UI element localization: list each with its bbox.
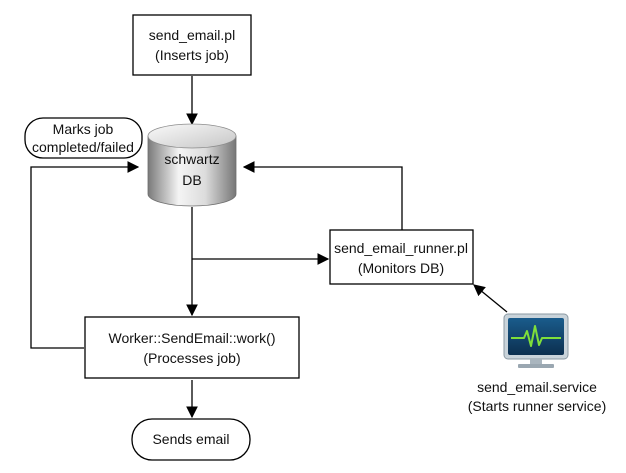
node-service-name: send_email.service bbox=[477, 379, 597, 395]
node-send-email-script-name: send_email.pl bbox=[149, 27, 235, 43]
arrow-worker-to-db bbox=[30, 161, 140, 349]
node-marks-job-box bbox=[24, 117, 143, 159]
connectors bbox=[30, 76, 508, 419]
node-marks-job-line2: completed/failed bbox=[32, 139, 134, 155]
node-schwartz-db-line2: DB bbox=[182, 172, 201, 188]
node-worker-name: Worker::SendEmail::work() bbox=[108, 330, 275, 346]
node-marks-job-line1: Marks job bbox=[53, 121, 114, 137]
node-service: send_email.service (Starts runner servic… bbox=[468, 313, 606, 414]
node-schwartz-db: schwartz DB bbox=[147, 123, 237, 207]
node-sends-email-label: Sends email bbox=[152, 431, 229, 447]
monitor-heartbeat-icon bbox=[503, 313, 569, 368]
node-runner-script-box bbox=[329, 229, 474, 285]
arrow-runner-to-db bbox=[242, 161, 403, 230]
node-worker-box bbox=[84, 316, 300, 379]
node-send-email-script-box bbox=[132, 14, 252, 76]
arrow-service-to-runner bbox=[473, 284, 508, 313]
node-sends-email-box bbox=[131, 418, 251, 461]
database-cylinder-icon bbox=[147, 123, 237, 207]
node-service-note: (Starts runner service) bbox=[468, 398, 606, 414]
node-sends-email: Sends email bbox=[131, 418, 251, 461]
node-runner-script-note: (Monitors DB) bbox=[358, 260, 444, 276]
node-runner-script: send_email_runner.pl (Monitors DB) bbox=[329, 229, 474, 285]
node-send-email-script-note: (Inserts job) bbox=[155, 47, 229, 63]
node-send-email-script: send_email.pl (Inserts job) bbox=[132, 14, 252, 76]
node-marks-job: Marks job completed/failed bbox=[24, 117, 143, 159]
node-runner-script-name: send_email_runner.pl bbox=[334, 240, 468, 256]
node-worker-note: (Processes job) bbox=[143, 350, 240, 366]
node-schwartz-db-line1: schwartz bbox=[164, 151, 219, 167]
node-worker: Worker::SendEmail::work() (Processes job… bbox=[84, 316, 300, 379]
